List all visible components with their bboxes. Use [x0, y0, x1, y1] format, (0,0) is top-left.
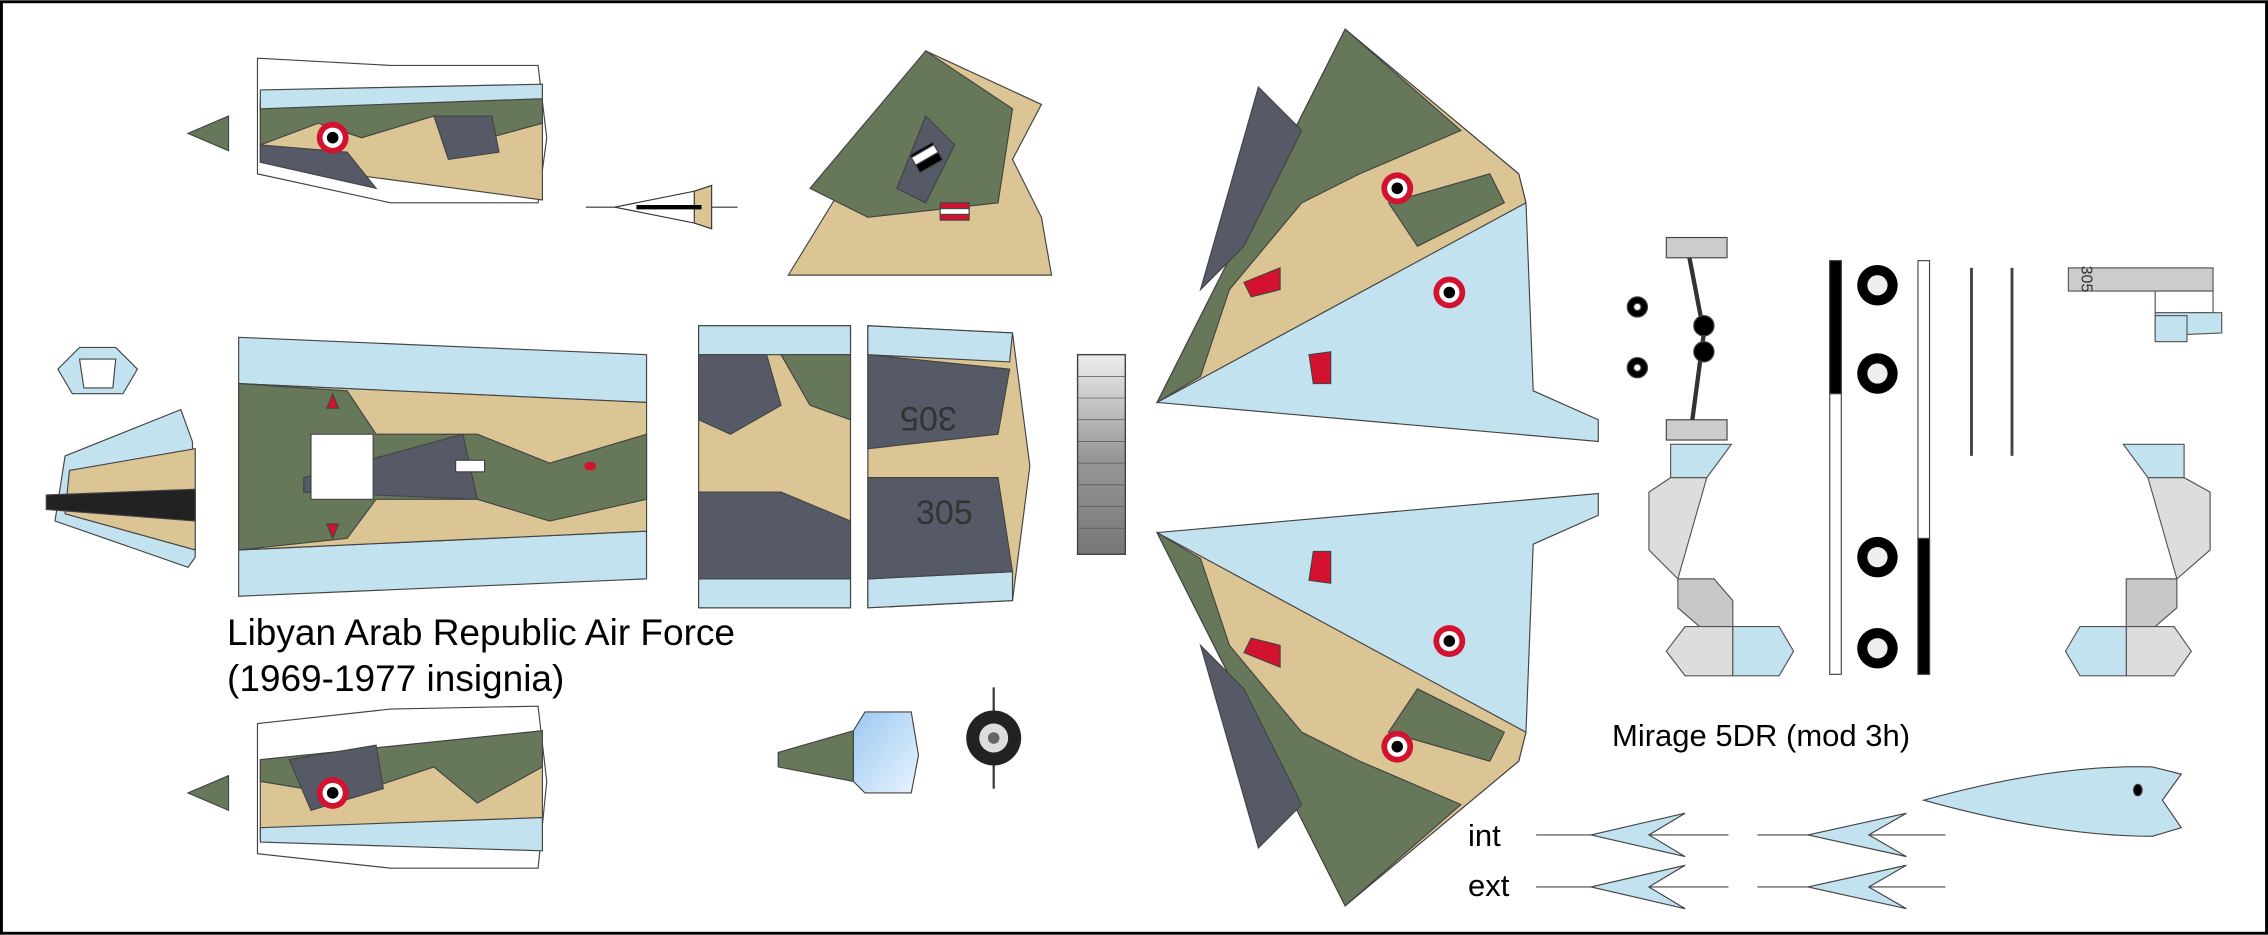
- canopy-parts: [45, 346, 196, 568]
- wing-upper: [1155, 28, 1599, 443]
- intake-strip-part: [1076, 353, 1127, 556]
- pitot-part: [585, 184, 738, 230]
- tail-cap-part: [2067, 267, 2223, 343]
- air-force-caption: Libyan Arab Republic Air Force (1969-197…: [227, 610, 735, 702]
- intake-strip-lines: [1077, 376, 1126, 529]
- roundel-icon: [1381, 172, 1414, 205]
- roundel-icon: [316, 777, 349, 809]
- insignia-period: (1969-1977 insignia): [227, 658, 565, 699]
- air-force-name: Libyan Arab Republic Air Force: [227, 612, 735, 653]
- fuselage-spine-part: [238, 336, 648, 597]
- model-name: Mirage 5DR (mod 3h): [1612, 718, 1911, 753]
- fuselage-side-left: [186, 57, 548, 204]
- fuselage-side-right: [186, 705, 548, 869]
- fuselage-panel-left: [698, 325, 852, 609]
- tail-fin-part: [787, 50, 1053, 276]
- intake-duct-right: [2064, 443, 2211, 677]
- wing-lower: [1155, 492, 1599, 907]
- roundel-icon: [1433, 625, 1466, 657]
- tank-label-internal: int: [1468, 818, 1501, 853]
- roundel-icon: [316, 121, 349, 154]
- serial-number-top: 305: [900, 399, 957, 437]
- tank-label-external: ext: [1468, 868, 1510, 903]
- roundel-icon: [1381, 730, 1414, 763]
- serial-number-bottom: 305: [916, 494, 973, 532]
- fuselage-panel-right: [867, 325, 1031, 609]
- engine-turbine-part: [966, 687, 1022, 789]
- wheels: [1857, 265, 1898, 669]
- nose-cone-part: [777, 711, 920, 794]
- intake-duct-left: [1648, 443, 1795, 677]
- landing-gear-parts: [1626, 236, 2014, 675]
- drop-tanks: [1536, 766, 2183, 910]
- roundel-icon: [1433, 276, 1466, 309]
- serial-number-tail: 305: [2077, 265, 2095, 293]
